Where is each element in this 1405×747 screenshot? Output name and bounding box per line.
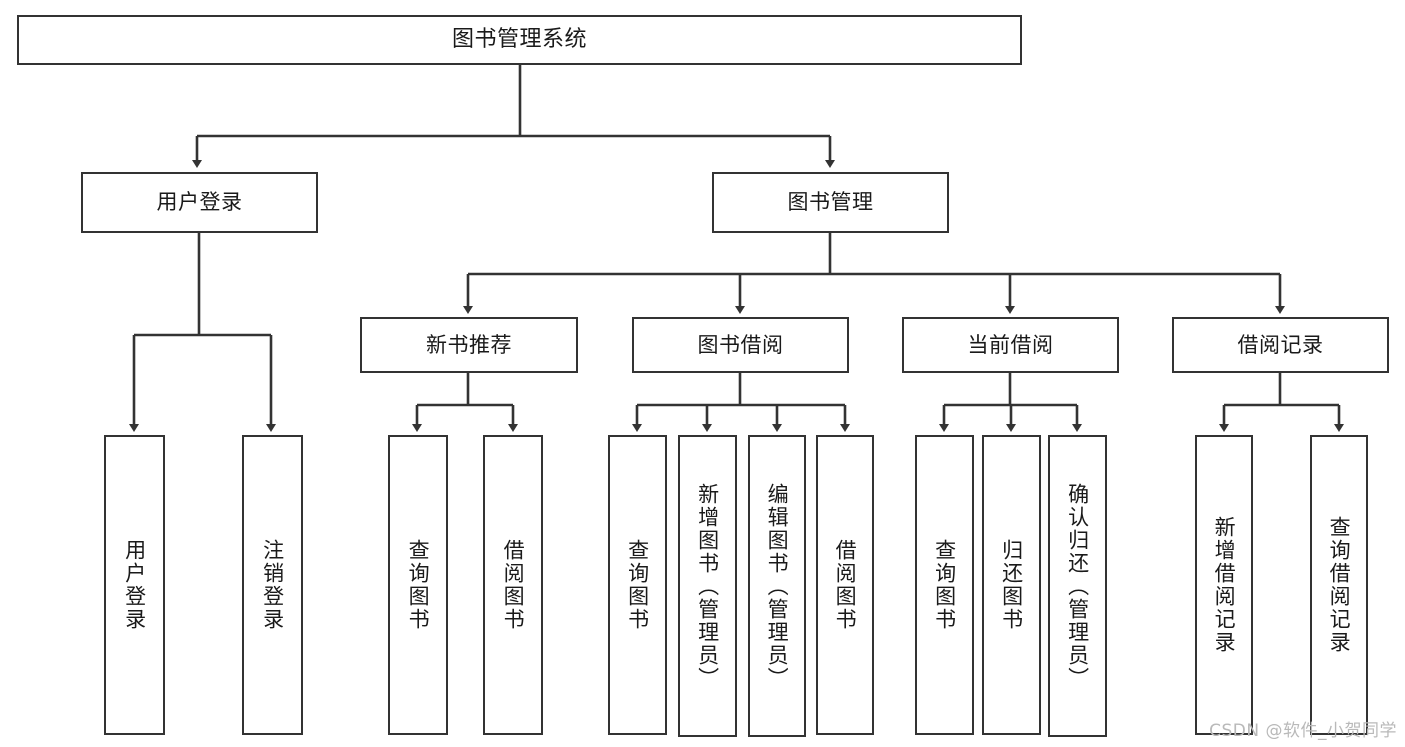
- leaf-book-borrow-lend[interactable]: 借阅图书: [816, 435, 874, 735]
- node-book-management[interactable]: 图书管理: [712, 172, 949, 233]
- node-user-login[interactable]: 用户登录: [81, 172, 318, 233]
- node-label: 借阅图书: [833, 539, 858, 631]
- leaf-book-borrow-add[interactable]: 新增图书（管理员）: [678, 435, 737, 737]
- node-label: 用户登录: [122, 539, 147, 631]
- node-new-book-recommend[interactable]: 新书推荐: [360, 317, 578, 373]
- node-label: 新书推荐: [426, 332, 512, 357]
- node-label: 当前借阅: [967, 332, 1054, 357]
- node-label: 编辑图书（管理员）: [765, 482, 790, 690]
- node-label: 用户登录: [156, 190, 243, 215]
- node-borrow-records[interactable]: 借阅记录: [1172, 317, 1389, 373]
- leaf-current-borrow-return[interactable]: 归还图书: [982, 435, 1041, 735]
- node-label: 查询图书: [625, 539, 650, 631]
- leaf-book-borrow-query[interactable]: 查询图书: [608, 435, 667, 735]
- node-label: 查询借阅记录: [1327, 516, 1352, 654]
- node-current-borrow[interactable]: 当前借阅: [902, 317, 1119, 373]
- leaf-current-borrow-query[interactable]: 查询图书: [915, 435, 974, 735]
- node-label: 借阅图书: [501, 539, 526, 631]
- node-label: 图书借阅: [697, 332, 784, 357]
- node-label: 图书管理: [787, 190, 874, 215]
- node-label: 确认归还（管理员）: [1065, 482, 1090, 690]
- leaf-current-borrow-confirm[interactable]: 确认归还（管理员）: [1048, 435, 1107, 737]
- leaf-new-book-borrow[interactable]: 借阅图书: [483, 435, 543, 735]
- leaf-book-borrow-edit[interactable]: 编辑图书（管理员）: [748, 435, 806, 737]
- leaf-user-login-signin[interactable]: 用户登录: [104, 435, 165, 735]
- node-label: 新增借阅记录: [1212, 516, 1237, 654]
- node-label: 借阅记录: [1237, 332, 1324, 357]
- node-label: 归还图书: [999, 539, 1024, 631]
- leaf-new-book-query[interactable]: 查询图书: [388, 435, 448, 735]
- leaf-user-login-signout[interactable]: 注销登录: [242, 435, 303, 735]
- leaf-borrow-record-add[interactable]: 新增借阅记录: [1195, 435, 1253, 735]
- watermark-text: CSDN @软件_小贺同学: [1209, 721, 1397, 741]
- node-root-library-system[interactable]: 图书管理系统: [17, 15, 1022, 65]
- leaf-borrow-record-query[interactable]: 查询借阅记录: [1310, 435, 1368, 735]
- node-label: 注销登录: [260, 539, 285, 631]
- node-label: 图书管理系统: [451, 27, 587, 53]
- node-book-borrow[interactable]: 图书借阅: [632, 317, 849, 373]
- node-label: 查询图书: [932, 539, 957, 631]
- node-label: 新增图书（管理员）: [695, 482, 720, 690]
- node-label: 查询图书: [406, 539, 431, 631]
